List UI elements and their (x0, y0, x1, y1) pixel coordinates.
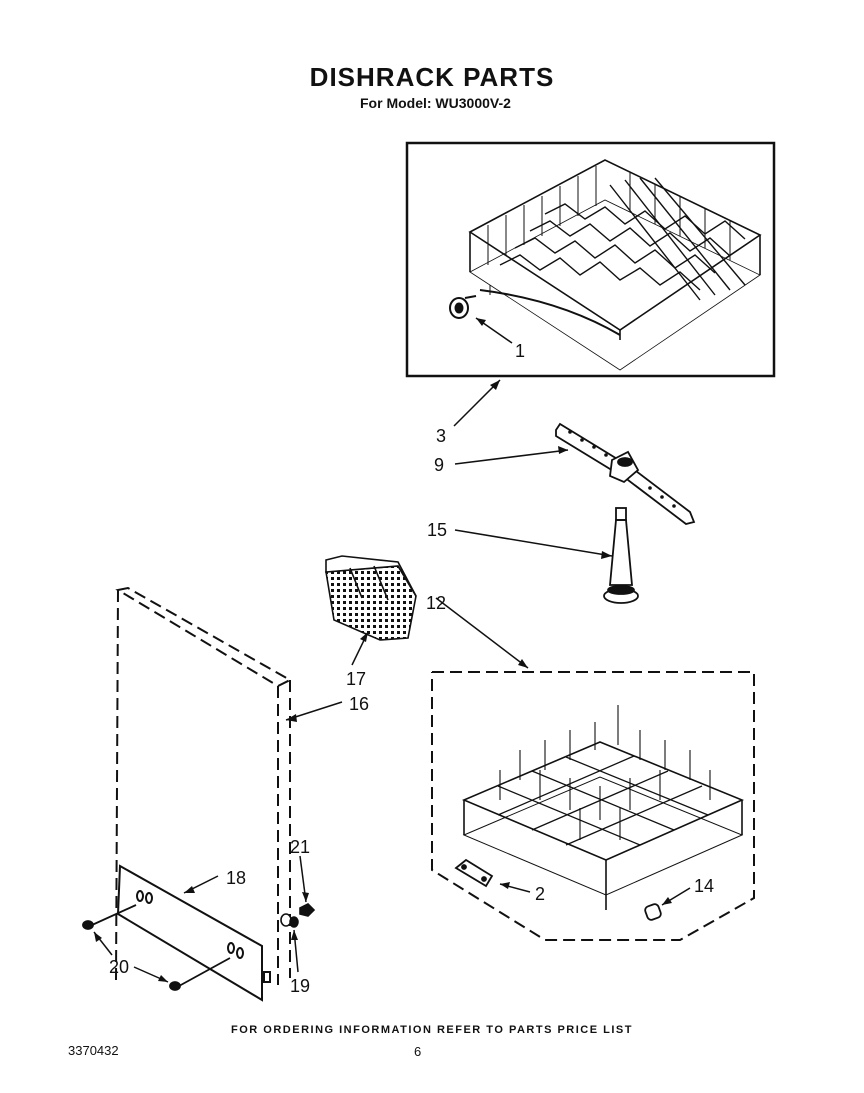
part-16-door-panel (115, 586, 293, 985)
leader-15 (454, 529, 613, 557)
callout-9: 9 (434, 455, 444, 475)
page-number: 6 (414, 1044, 422, 1059)
callout-12: 12 (426, 593, 446, 613)
part-15-spray-tower (603, 507, 639, 604)
leader-12 (435, 597, 529, 669)
part-14-roller (644, 903, 662, 921)
callout-17: 17 (346, 669, 366, 689)
callout-20: 20 (109, 957, 129, 977)
lower-rack-frame (431, 671, 755, 941)
ordering-footer: FOR ORDERING INFORMATION REFER TO PARTS … (231, 1024, 633, 1036)
callout-15: 15 (427, 520, 447, 540)
callout-18: 18 (226, 868, 246, 888)
callout-21: 21 (290, 837, 310, 857)
part-20-screws (82, 904, 231, 991)
part-19-washer (280, 913, 299, 928)
callout-14: 14 (694, 876, 714, 896)
model-subtitle: For Model: WU3000V-2 (360, 95, 511, 111)
lower-rack (461, 705, 745, 910)
leader-9 (454, 449, 569, 465)
upper-rack-frame (405, 141, 776, 378)
callout-2: 2 (535, 884, 545, 904)
callout-19: 19 (290, 976, 310, 996)
leader-3 (453, 379, 501, 427)
part-21-nut (299, 903, 316, 917)
upper-rack (468, 159, 762, 371)
callout-16: 16 (349, 694, 369, 714)
part-18-panel-plate (116, 864, 271, 1002)
document-number: 3370432 (68, 1043, 119, 1058)
callout-3: 3 (436, 426, 446, 446)
page-title: DISHRACK PARTS (309, 62, 555, 92)
part-2-clip (454, 858, 494, 888)
part-17-silverware-basket (325, 555, 417, 641)
part-9-spray-arm (555, 422, 696, 525)
callout-1: 1 (515, 341, 525, 361)
part-1-wheel (449, 295, 477, 319)
